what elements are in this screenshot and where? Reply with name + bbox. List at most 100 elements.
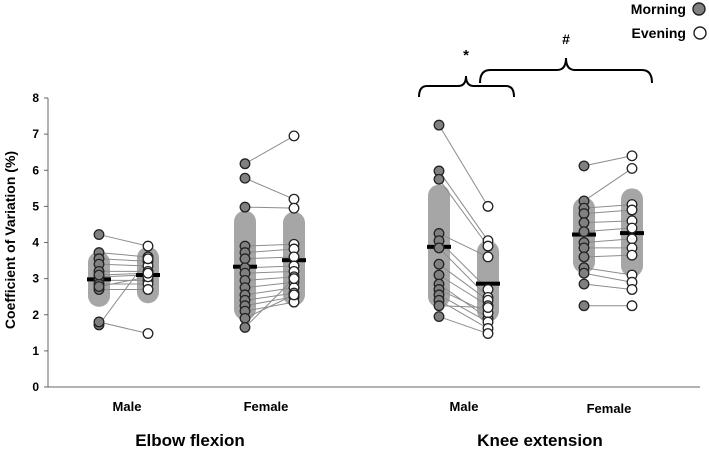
movement-label-knee: Knee extension bbox=[477, 431, 603, 449]
point-elbow-female-morning bbox=[239, 201, 251, 213]
point-knee-male-morning bbox=[433, 119, 445, 131]
pair-line-elbow-male bbox=[98, 263, 149, 267]
point-knee-male-morning bbox=[433, 311, 445, 323]
pair-line-knee-male bbox=[438, 233, 489, 258]
point-elbow-female-evening bbox=[288, 130, 300, 142]
point-knee-female-evening bbox=[626, 300, 638, 312]
pair-line-knee-female bbox=[583, 204, 633, 209]
pair-line-elbow-male bbox=[98, 234, 149, 247]
legend: Morning Evening bbox=[631, 1, 707, 41]
pair-line-elbow-male bbox=[98, 258, 149, 326]
pair-line-elbow-female bbox=[244, 276, 295, 281]
pair-line-knee-male bbox=[438, 289, 489, 314]
y-tick-label: 0 bbox=[32, 380, 39, 394]
y-axis-label: Coefficient of Variation (%) bbox=[2, 151, 18, 329]
pair-line-knee-female bbox=[583, 209, 633, 215]
point-knee-female-evening bbox=[626, 249, 638, 261]
point-elbow-female-morning bbox=[239, 172, 251, 184]
point-elbow-female-morning bbox=[239, 321, 251, 333]
point-elbow-female-evening bbox=[288, 289, 300, 301]
point-elbow-female-evening bbox=[288, 193, 300, 205]
pair-line-elbow-female bbox=[244, 270, 295, 274]
pair-line-elbow-female bbox=[244, 177, 295, 200]
group-label-knee-female: Female bbox=[587, 401, 632, 416]
sd-band-knee-male-evening bbox=[477, 240, 499, 322]
point-knee-male-morning bbox=[433, 269, 445, 281]
pair-line-elbow-male bbox=[98, 276, 149, 288]
point-elbow-female-morning bbox=[239, 158, 251, 170]
point-elbow-female-morning bbox=[239, 253, 251, 265]
point-elbow-female-morning bbox=[239, 312, 251, 324]
group-label-knee-male: Male bbox=[450, 399, 479, 414]
point-elbow-male-morning bbox=[93, 281, 105, 293]
brace-star bbox=[418, 75, 515, 98]
point-knee-female-morning bbox=[578, 267, 590, 279]
mean-bars bbox=[87, 231, 644, 286]
point-knee-female-evening bbox=[626, 162, 638, 174]
pair-line-knee-female bbox=[583, 254, 633, 258]
pair-lines bbox=[98, 124, 633, 335]
legend-marker-evening bbox=[693, 26, 707, 40]
y-tick-label: 4 bbox=[32, 236, 39, 250]
significance-annotations: * # bbox=[418, 31, 653, 98]
point-knee-female-evening bbox=[626, 222, 638, 234]
group-label-elbow-male: Male bbox=[113, 399, 142, 414]
pair-line-knee-female bbox=[583, 238, 633, 243]
pair-line-knee-female bbox=[583, 227, 633, 233]
point-knee-female-morning bbox=[578, 278, 590, 290]
pair-line-knee-male bbox=[438, 247, 489, 298]
annotation-star: * bbox=[463, 47, 469, 64]
pair-line-elbow-female bbox=[244, 248, 295, 254]
y-tick-label: 5 bbox=[32, 199, 39, 213]
pair-line-knee-female bbox=[583, 267, 633, 276]
pair-line-elbow-female bbox=[244, 292, 295, 301]
point-knee-female-evening bbox=[626, 284, 638, 295]
point-elbow-male-evening bbox=[142, 240, 154, 252]
point-elbow-male-evening bbox=[142, 253, 154, 265]
point-knee-female-morning bbox=[578, 208, 590, 220]
pair-line-knee-female bbox=[583, 220, 633, 224]
group-labels: Male Female Male Female Elbow flexion Kn… bbox=[113, 399, 632, 449]
pair-line-elbow-female bbox=[244, 256, 295, 260]
legend-marker-morning bbox=[692, 2, 706, 16]
pair-line-knee-male bbox=[438, 274, 489, 307]
point-elbow-female-evening bbox=[288, 202, 300, 214]
point-knee-male-morning bbox=[433, 242, 445, 254]
point-knee-female-evening bbox=[626, 204, 638, 216]
point-elbow-male-morning bbox=[93, 229, 105, 241]
movement-label-elbow: Elbow flexion bbox=[135, 431, 245, 449]
pair-line-knee-male bbox=[438, 316, 489, 335]
point-elbow-female-evening bbox=[288, 273, 300, 285]
point-elbow-male-evening bbox=[142, 284, 154, 295]
pair-line-elbow-female bbox=[244, 281, 295, 289]
point-knee-male-evening bbox=[482, 302, 494, 313]
pair-line-elbow-female bbox=[244, 287, 295, 296]
group-label-elbow-female: Female bbox=[244, 399, 289, 414]
pair-line-knee-male bbox=[438, 294, 489, 323]
pair-line-knee-female bbox=[583, 155, 633, 167]
point-knee-male-morning bbox=[433, 300, 445, 312]
point-knee-female-morning bbox=[578, 217, 590, 229]
brace-hash bbox=[479, 57, 653, 84]
pair-line-knee-female bbox=[583, 168, 633, 202]
y-tick-label: 2 bbox=[32, 308, 39, 322]
point-knee-female-morning bbox=[578, 300, 590, 312]
legend-label-morning: Morning bbox=[631, 1, 686, 17]
pair-line-knee-male bbox=[438, 124, 489, 207]
point-elbow-female-evening bbox=[288, 251, 300, 263]
point-knee-female-morning bbox=[578, 160, 590, 172]
pair-line-elbow-female bbox=[244, 206, 295, 209]
point-knee-female-morning bbox=[578, 242, 590, 254]
point-knee-male-evening bbox=[482, 251, 494, 263]
pair-line-elbow-female bbox=[244, 278, 295, 328]
pair-line-elbow-female bbox=[244, 294, 295, 319]
pair-line-elbow-male bbox=[98, 252, 149, 258]
y-tick-label: 3 bbox=[32, 272, 39, 286]
point-elbow-male-evening bbox=[142, 328, 154, 339]
pair-line-knee-male bbox=[438, 170, 489, 241]
pair-line-elbow-female bbox=[244, 296, 295, 307]
point-elbow-male-morning bbox=[93, 316, 105, 328]
pair-line-knee-male bbox=[438, 263, 489, 301]
